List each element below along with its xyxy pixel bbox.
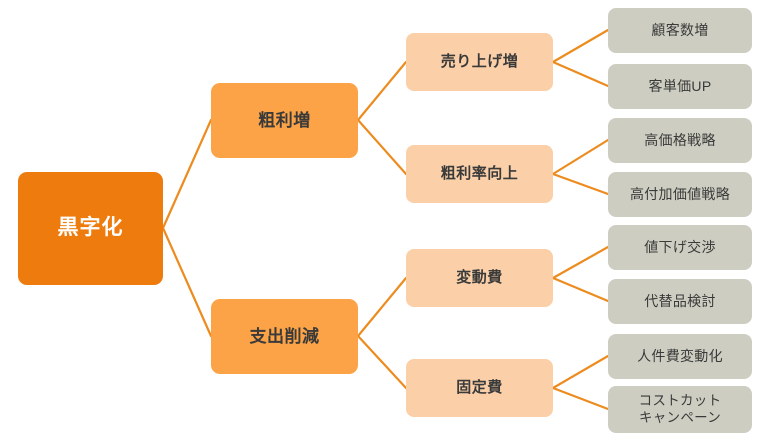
link-araririt-to-kofukakachi [551, 172, 610, 196]
node-leaf-kyakutanka-up[interactable]: 客単価UP [608, 64, 752, 109]
link-root-to-shishutsu [161, 226, 213, 338]
node-root-kokujika[interactable]: 黒字化 [18, 172, 163, 285]
link-hendohi-to-nesage [551, 245, 610, 280]
node-leaf-kokyaku-su-zo[interactable]: 顧客数増 [608, 8, 752, 53]
link-root-to-arari [161, 118, 213, 230]
link-arari-to-uriage [356, 60, 408, 122]
node-leaf-jinkenhi-hendoka[interactable]: 人件費変動化 [608, 334, 752, 379]
link-shishutsu-to-hendohi [356, 276, 408, 338]
node-level2-shishutsu-sakugen[interactable]: 支出削減 [211, 299, 358, 374]
node-level2-arari-zo[interactable]: 粗利増 [211, 83, 358, 158]
link-koteihi-to-jinkenhi [551, 354, 610, 390]
node-leaf-nesage-kosho[interactable]: 値下げ交渉 [608, 225, 752, 270]
link-uriage-to-kyakutanka [551, 60, 610, 88]
node-leaf-daitaihin-kento[interactable]: 代替品検討 [608, 279, 752, 324]
link-shishutsu-to-koteihi [356, 334, 408, 390]
link-araririt-to-kokakaku [551, 138, 610, 176]
link-hendohi-to-daitaihin [551, 276, 610, 303]
node-leaf-kokakaku-senryaku[interactable]: 高価格戦略 [608, 118, 752, 163]
node-level3-arari-ritsu-kojo[interactable]: 粗利率向上 [406, 145, 553, 203]
node-level3-uriage-zo[interactable]: 売り上げ増 [406, 33, 553, 91]
link-uriage-to-kokyakusuzo [551, 28, 610, 64]
node-level3-koteihi[interactable]: 固定費 [406, 359, 553, 417]
node-level3-hendohi[interactable]: 変動費 [406, 249, 553, 307]
link-arari-to-araririt [356, 118, 408, 176]
link-koteihi-to-costcut [551, 386, 610, 411]
node-leaf-cost-cut-campaign[interactable]: コストカット キャンペーン [608, 386, 752, 433]
node-leaf-kofukakachi-senryaku[interactable]: 高付加価値戦略 [608, 172, 752, 217]
